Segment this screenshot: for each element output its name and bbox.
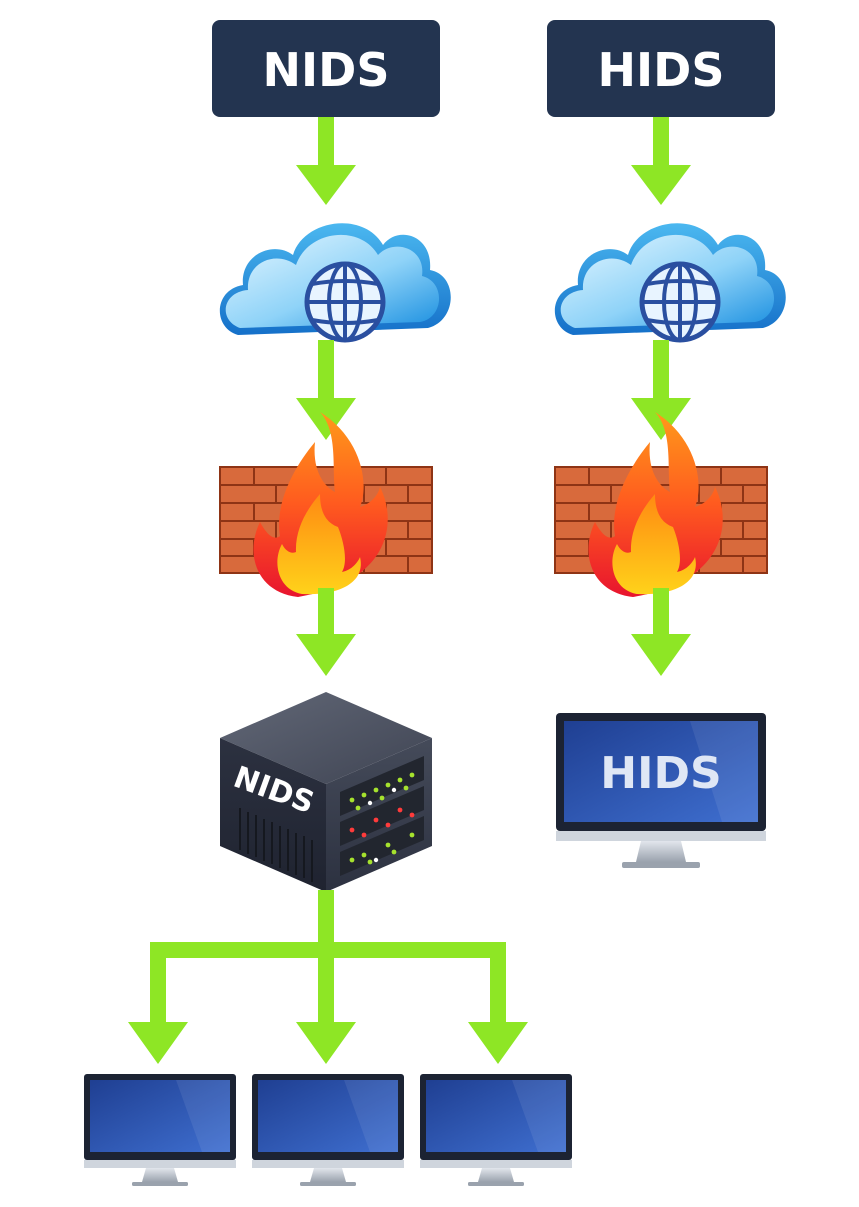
nids-server-icon: NIDS bbox=[220, 692, 432, 892]
monitor-label: HIDS bbox=[600, 748, 721, 799]
right-arrow-3 bbox=[631, 588, 691, 676]
left-cloud-icon bbox=[220, 223, 451, 340]
right-header-label: HIDS bbox=[598, 43, 725, 97]
right-arrow-2 bbox=[631, 340, 691, 440]
client-monitor-2-icon bbox=[252, 1074, 404, 1186]
left-arrow-3 bbox=[296, 588, 356, 676]
right-header-box bbox=[547, 20, 775, 117]
left-arrow-2 bbox=[296, 340, 356, 440]
left-header-label: NIDS bbox=[263, 43, 390, 97]
branch-arrows bbox=[128, 890, 528, 1064]
right-arrow-1 bbox=[631, 117, 691, 205]
left-header: NIDS bbox=[212, 20, 440, 117]
left-arrow-1 bbox=[296, 117, 356, 205]
right-header: HIDS bbox=[547, 20, 775, 117]
left-header-box bbox=[212, 20, 440, 117]
right-cloud-icon bbox=[555, 223, 786, 340]
hids-monitor-icon: HIDS bbox=[556, 713, 766, 868]
client-monitor-3-icon bbox=[420, 1074, 572, 1186]
client-monitor-1-icon bbox=[84, 1074, 236, 1186]
